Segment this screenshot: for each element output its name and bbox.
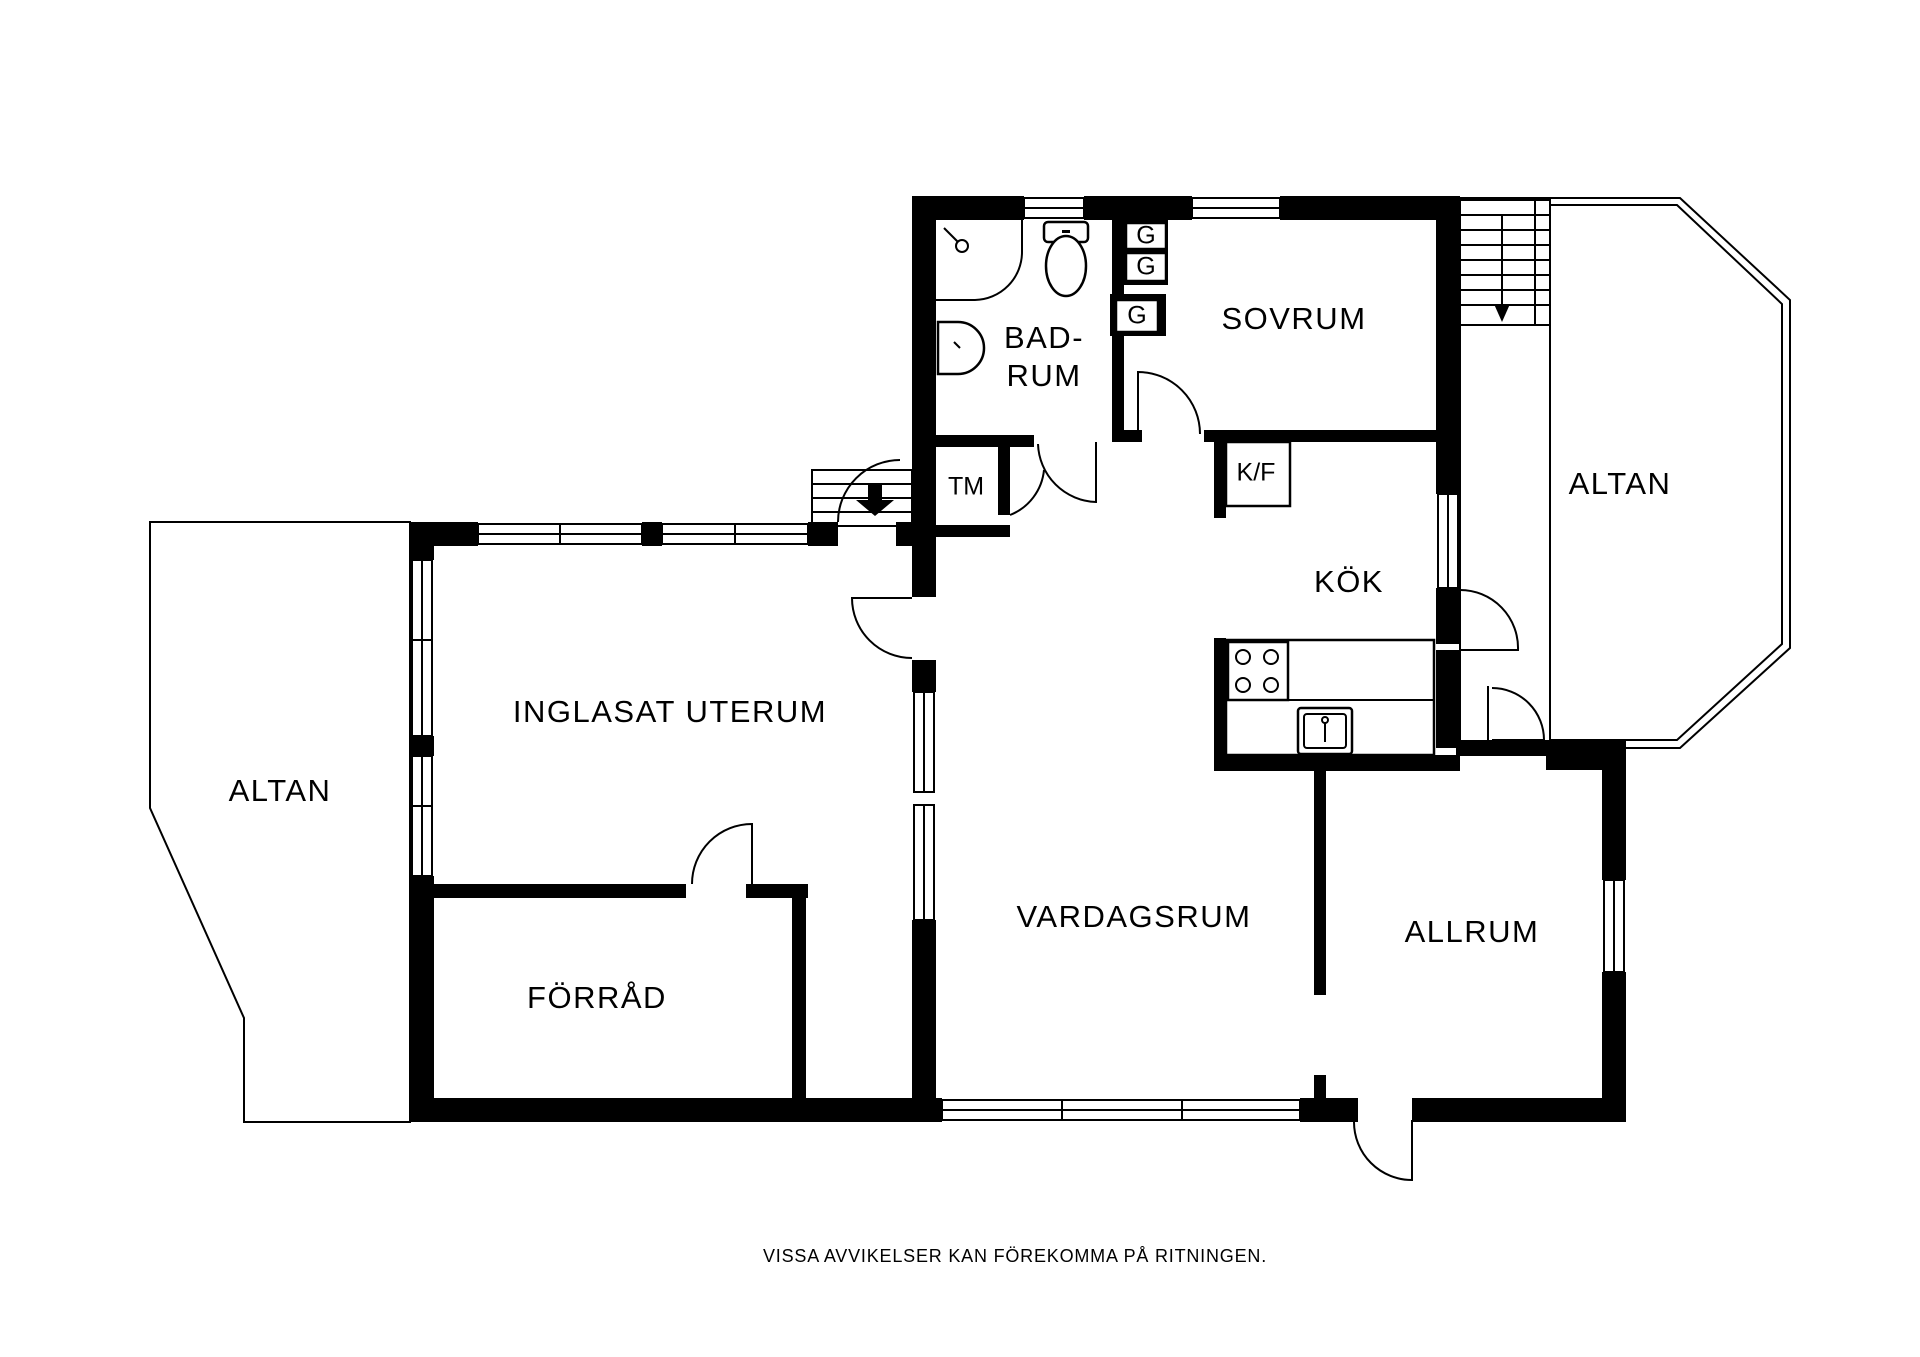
kitchen-fixtures: [1224, 440, 1436, 757]
label-inglasat-uterum: INGLASAT UTERUM: [513, 694, 827, 729]
toilet-bowl-icon: [1044, 234, 1088, 298]
entry-arrow-icon: [856, 485, 894, 516]
washbasin-icon: [936, 320, 986, 376]
label-altan-left: ALTAN: [229, 773, 332, 808]
label-vardagsrum: VARDAGSRUM: [1017, 899, 1252, 934]
windows: [411, 197, 1625, 1121]
label-forrad: FÖRRÅD: [527, 980, 667, 1015]
entry-stairs: [811, 459, 913, 527]
label-tm: TM: [948, 473, 984, 501]
label-allrum: ALLRUM: [1405, 914, 1540, 949]
doors: [691, 370, 1546, 1182]
label-kok: KÖK: [1314, 564, 1384, 599]
bathroom-fixtures: [936, 220, 1090, 376]
shower-head-icon: [955, 239, 969, 253]
left-deck-outline: [149, 521, 411, 1123]
label-g2: G: [1136, 253, 1155, 281]
label-sovrum: SOVRUM: [1221, 301, 1366, 336]
label-bad-line1: BAD-: [1004, 320, 1084, 355]
stove-icon: [1226, 640, 1290, 702]
disclaimer-text: VISSA AVVIKELSER KAN FÖREKOMMA PÅ RITNIN…: [763, 1246, 1267, 1266]
label-g3: G: [1127, 302, 1146, 330]
right-stairs: [1459, 199, 1551, 326]
label-g1: G: [1136, 222, 1155, 250]
label-altan-right: ALTAN: [1569, 466, 1672, 501]
label-kf: K/F: [1237, 459, 1276, 487]
label-bad-line2: RUM: [1006, 358, 1081, 393]
stair-arrow-icon: [1494, 304, 1510, 322]
walls: [410, 196, 1626, 1122]
